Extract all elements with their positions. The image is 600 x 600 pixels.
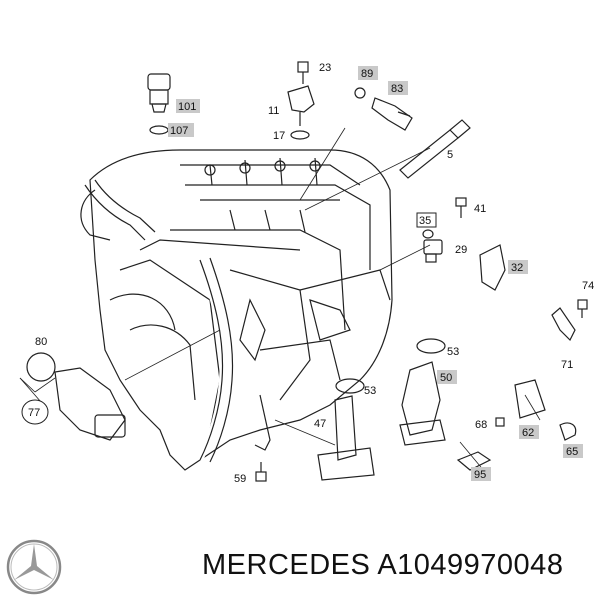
label-box-89 [358,66,378,80]
callout-68: 68 [475,419,487,431]
sensor-77 [54,367,126,441]
part-number-caption: MERCEDES A1049970048 [202,549,564,581]
label-circle-77 [21,399,49,425]
callout-11: 11 [268,105,279,117]
callout-5: 5 [447,149,453,161]
callout-17: 17 [273,130,285,142]
leader-lines [19,127,541,473]
sensor-11 [287,85,315,126]
bolt-68 [495,417,505,427]
callout-32: 32 [511,262,523,274]
label-box-95 [471,467,491,481]
callout-95: 95 [474,469,486,481]
engine-block [80,149,393,471]
callout-47: 47 [314,418,326,430]
callout-62: 62 [522,427,534,439]
glow-plug-5 [399,119,471,179]
callout-107: 107 [170,125,188,137]
callout-53-upper: 53 [447,346,459,358]
callout-101: 101 [178,101,196,113]
callout-23: 23 [319,62,331,74]
callout-80: 80 [35,336,47,348]
callout-89: 89 [361,68,373,80]
sensor-29 [423,239,443,263]
label-box-83 [388,81,408,95]
callout-83: 83 [391,83,403,95]
sensor-housing-47 [317,395,375,481]
callout-29: 29 [455,244,467,256]
bracket-32 [479,244,506,291]
callout-71: 71 [561,359,573,371]
callout-59: 59 [234,473,246,485]
o-ring-89 [354,87,366,99]
bracket-62 [514,379,546,419]
clip-65 [559,422,577,441]
label-box-50 [437,370,457,384]
o-ring-53-upper [416,338,446,354]
bolt-41 [455,197,467,218]
o-ring-17 [290,130,310,140]
sensor-housing-50 [399,361,446,446]
seal-ring-80 [26,352,56,382]
bracket-71 [551,307,576,342]
bolt-23 [297,61,309,84]
o-ring-53-lower [335,378,365,394]
label-box-101 [176,99,200,113]
callout-41: 41 [474,203,486,215]
label-box-35 [416,212,437,228]
clamp-95 [456,451,492,471]
label-box-107 [168,123,194,137]
mercedes-star-logo [6,539,62,595]
pressure-sensor-part [147,73,171,113]
callout-50: 50 [440,372,452,384]
label-box-65 [563,444,583,458]
callout-53-lower: 53 [364,385,376,397]
o-ring-107 [149,125,169,135]
bolt-74 [577,299,588,318]
label-box-62 [519,425,539,439]
bolt-59 [255,462,267,482]
o-ring-35 [422,229,434,239]
label-box-32 [508,260,528,274]
callout-77: 77 [28,407,40,419]
callout-74: 74 [582,280,594,292]
temperature-sensor-83 [371,97,413,131]
callout-35: 35 [419,215,431,227]
callout-65: 65 [566,446,578,458]
